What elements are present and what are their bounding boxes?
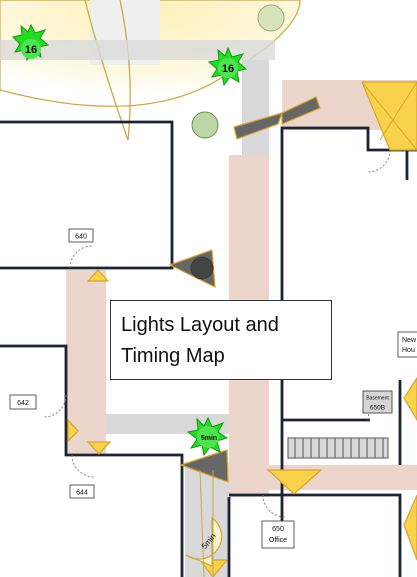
grey-path-horizontal — [0, 40, 275, 60]
room-label-650: 650 Office — [261, 520, 295, 549]
room-label-650b: Basement 650B — [362, 390, 393, 414]
room-label-partial: New Hou — [397, 331, 417, 358]
sensor-label-b: 16 — [222, 63, 234, 75]
tree-middle — [191, 111, 219, 139]
sensor-burst-a: 16 — [12, 23, 50, 62]
svg-text:650B: 650B — [370, 405, 385, 412]
light-beam-right — [119, 0, 131, 141]
svg-text:Basement: Basement — [366, 396, 389, 402]
light-cone-lower — [179, 449, 229, 483]
svg-text:650: 650 — [272, 526, 284, 533]
corridor-left-vertical — [66, 270, 106, 455]
light-cone-upper-b — [281, 96, 321, 125]
svg-text:642: 642 — [17, 400, 29, 407]
svg-text:640: 640 — [75, 234, 87, 241]
sensor-burst-c: 5min — [186, 416, 229, 457]
light-beam-hatch — [361, 81, 417, 151]
coverage-beam — [199, 469, 205, 577]
grey-path-vertical — [242, 60, 269, 155]
staircase — [287, 437, 389, 459]
light-fixture-middle — [190, 256, 214, 280]
svg-text:Office: Office — [269, 537, 287, 544]
tree-top — [257, 4, 285, 32]
svg-text:Hou: Hou — [402, 347, 415, 354]
sensor-label-c: 5min — [201, 435, 217, 442]
walls — [0, 120, 417, 577]
svg-text:New: New — [402, 337, 417, 344]
svg-text:644: 644 — [76, 490, 88, 497]
sensor-label-a: 16 — [25, 44, 37, 56]
light-cone-upper — [233, 112, 283, 140]
room-label-644: 644 — [69, 484, 95, 499]
room-label-640: 640 — [68, 228, 94, 243]
map-title: Lights Layout and Timing Map — [110, 300, 332, 380]
sensor-burst-b: 16 — [207, 46, 248, 87]
room-label-642: 642 — [9, 394, 37, 410]
